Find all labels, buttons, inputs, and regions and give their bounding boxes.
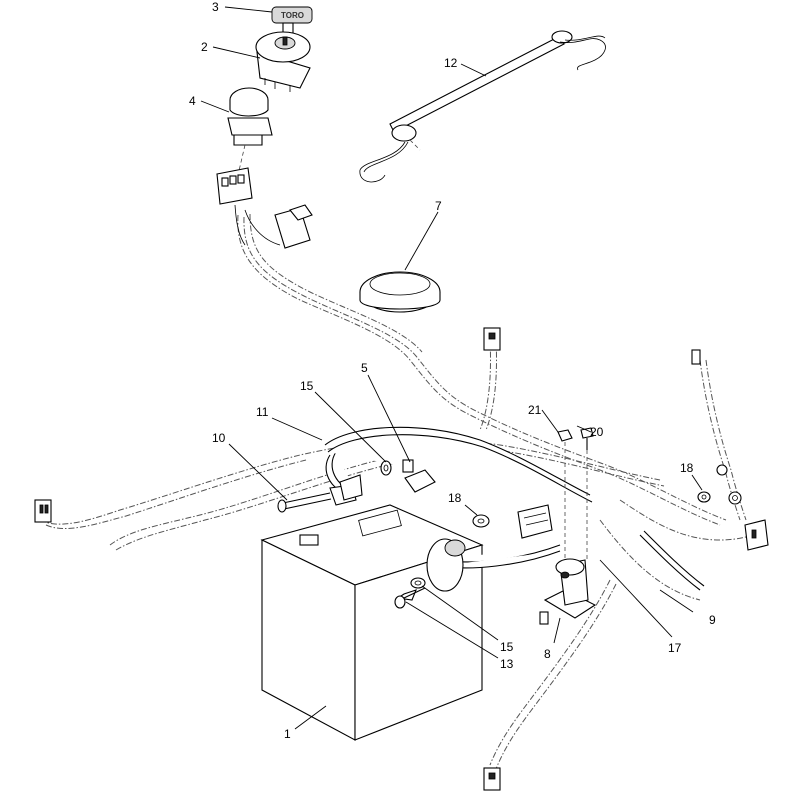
callout-13: 13 [500,657,514,671]
bolt-13 [394,587,426,609]
connector-right [744,519,769,551]
connector-top [483,327,501,351]
callout-4: 4 [189,94,196,108]
nut-18-right [697,491,711,503]
pto-switch [227,87,273,176]
callout-20: 20 [590,425,604,439]
harness-branch-9 [639,530,705,591]
hold-down-rod [359,30,606,183]
callout-9: 9 [709,613,716,627]
connector-mid [517,504,553,539]
negative-cable [324,426,593,503]
callout-5: 5 [361,361,368,375]
callout-7: 7 [435,199,442,213]
callout-21: 21 [528,403,542,417]
ignition-switch [255,31,311,92]
connector-bottom [483,767,501,791]
battery-cable [325,451,561,592]
callout-1: 1 [284,727,291,741]
callout-8: 8 [544,647,551,661]
washer-15-bottom [410,577,426,589]
callout-15-bottom: 15 [500,640,514,654]
callout-15-top: 15 [300,379,314,393]
ring-terminal-right [691,349,742,505]
nut-18-middle [472,514,490,528]
terminal-5 [339,459,436,501]
callout-17: 17 [668,641,682,655]
key-logo: TORO [281,11,304,20]
callout-12: 12 [444,56,458,70]
washer-15-top [380,460,392,476]
callout-18-middle: 18 [448,491,462,505]
callout-labels: 3 2 4 12 7 5 15 11 10 18 20 21 18 9 17 8… [189,0,716,741]
switch-harness-connector [216,167,313,249]
callout-10: 10 [212,431,226,445]
connector-left [34,499,52,523]
bolt-20 [580,427,594,560]
callout-3: 3 [212,0,219,14]
callout-18-right: 18 [680,461,694,475]
callout-11: 11 [256,405,269,419]
solenoid [539,558,597,625]
ignition-key: TORO [271,6,313,38]
leader-lines [200,6,703,730]
callout-2: 2 [201,40,208,54]
battery [260,504,484,741]
round-pad [359,271,441,313]
nut-21 [557,429,573,560]
